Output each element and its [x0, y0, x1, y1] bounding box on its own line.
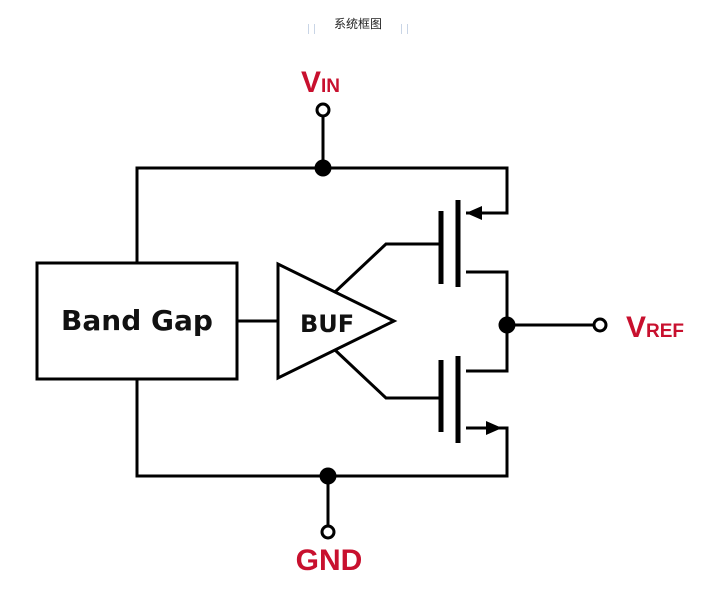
caption-tick-left-inner [314, 24, 315, 34]
vin-terminal-circle[interactable] [315, 102, 331, 118]
bottom-rail-wire [135, 379, 509, 478]
vref-label: VREF [626, 311, 684, 344]
vref-label-main: V [626, 311, 646, 344]
pmos-source-arrow [466, 206, 482, 220]
caption-text: 系统框图 [333, 17, 382, 31]
caption-tick-right [407, 24, 408, 34]
top-rail-wire [135, 166, 509, 262]
pmos-drain-wire [466, 270, 509, 325]
buffer-label: BUF [300, 310, 354, 338]
caption-tick-right-inner [401, 24, 402, 34]
buffer-to-pmos-gate-wire [333, 242, 441, 294]
vin-label: VIN [301, 66, 340, 99]
nmos-source-arrow [486, 421, 502, 435]
buffer-to-nmos-gate-wire [333, 348, 441, 400]
caption-tick-left [308, 24, 309, 34]
vin-label-sub: IN [321, 76, 340, 97]
gnd-terminal-circle[interactable] [320, 524, 336, 540]
vref-terminal-circle[interactable] [592, 317, 608, 333]
nmos-drain-wire [466, 325, 509, 373]
diagram-caption: 系统框图 [300, 12, 416, 38]
gnd-label: GND [296, 544, 363, 577]
bandgap-block [35, 261, 239, 381]
vin-label-main: V [301, 66, 321, 99]
vref-label-sub: REF [646, 321, 684, 342]
bandgap-label: Band Gap [61, 304, 213, 337]
